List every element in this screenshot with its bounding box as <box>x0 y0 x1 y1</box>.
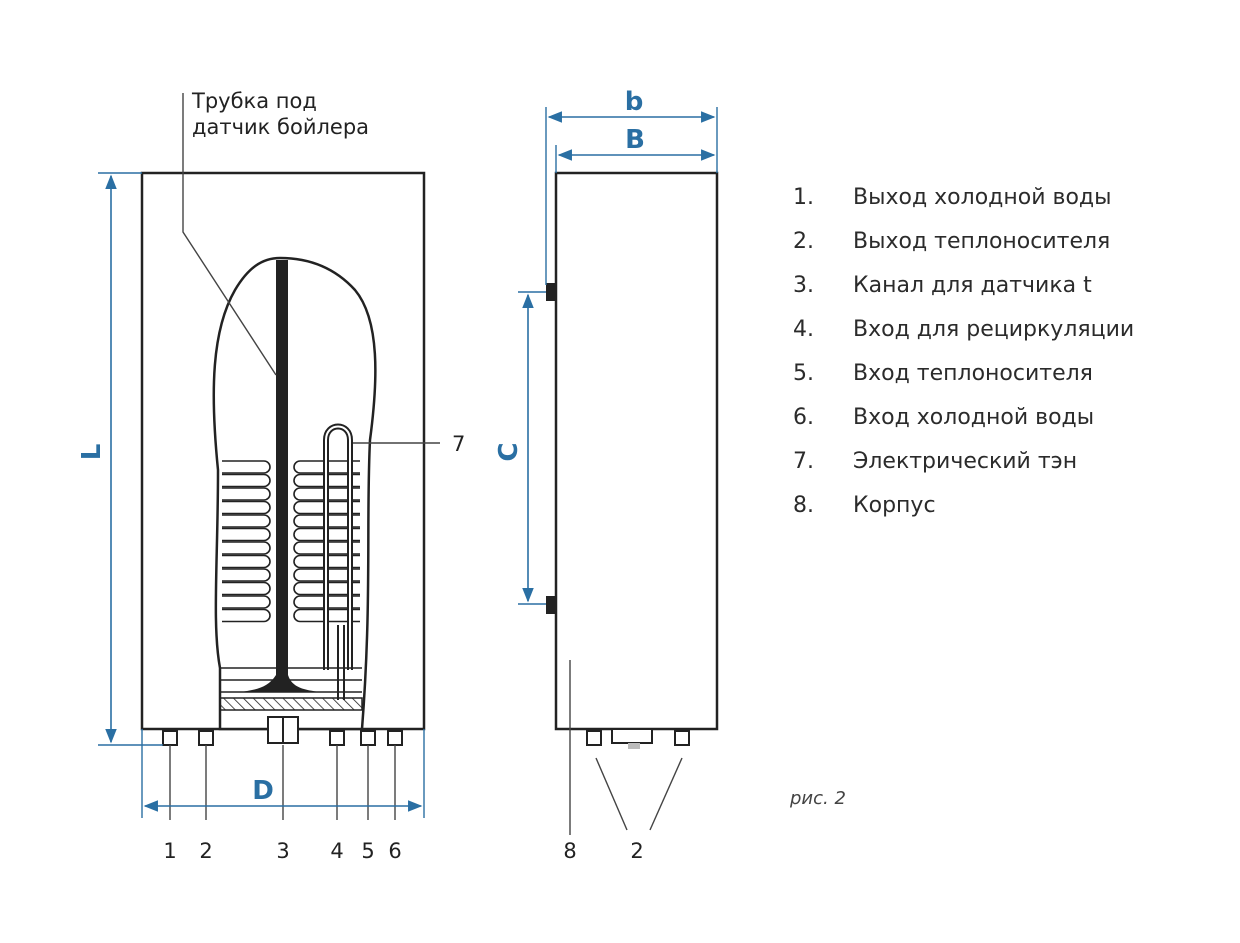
side-number-2: 2 <box>630 839 643 863</box>
dimension-B: B <box>555 125 716 173</box>
insulation-hatch <box>219 697 363 711</box>
coil-loop <box>222 527 271 542</box>
lower-bracket <box>546 596 556 614</box>
legend-item: 4.Вход для рециркуляции <box>793 316 1135 342</box>
svg-text:D: D <box>252 776 274 806</box>
svg-text:b: b <box>625 87 644 117</box>
number-3: 3 <box>276 839 289 863</box>
svg-text:B: B <box>625 125 645 155</box>
legend-item: 7.Электрический тэн <box>793 448 1078 474</box>
sensor-tube <box>276 260 288 680</box>
coil-loop <box>222 514 271 528</box>
callout-7: 7 <box>452 432 465 456</box>
number-2: 2 <box>199 839 212 863</box>
number-4: 4 <box>330 839 343 863</box>
coil-loop <box>222 595 271 609</box>
legend-item: 1.Выход холодной воды <box>793 184 1112 210</box>
coil-loop <box>222 608 271 623</box>
side-bottom-fittings <box>586 728 690 746</box>
coil-loop <box>222 460 271 474</box>
legend-item: 6.Вход холодной воды <box>793 404 1095 430</box>
dimension-D: D <box>141 729 425 818</box>
legend-item: 3.Канал для датчика t <box>793 272 1092 298</box>
bottom-fittings <box>162 716 403 746</box>
number-1: 1 <box>163 839 176 863</box>
side-casing <box>554 171 719 731</box>
dimension-L: L <box>77 172 163 746</box>
coil-loop <box>222 581 271 596</box>
coil-loop <box>222 541 271 555</box>
front-view: 1 2 3 4 5 6 Трубка под датчик бойлера 7 … <box>77 89 465 863</box>
coil-loop <box>222 554 271 569</box>
side-view: 8 2 b B C <box>494 87 719 863</box>
number-6: 6 <box>388 839 401 863</box>
coil-loop <box>222 473 271 488</box>
upper-bracket <box>546 283 556 301</box>
svg-text:L: L <box>77 444 107 461</box>
dimension-b: b <box>545 87 718 285</box>
legend-list: 1.Выход холодной воды 2.Выход теплоносит… <box>793 175 1134 527</box>
coil-right <box>293 460 360 623</box>
sensor-tube-label-line1: Трубка под <box>191 89 317 113</box>
svg-text:C: C <box>494 442 524 461</box>
coil-left <box>222 460 271 623</box>
number-5: 5 <box>361 839 374 863</box>
sensor-tube-leader <box>182 93 277 376</box>
figure-caption: рис. 2 <box>790 788 846 809</box>
sensor-tube-label-line2: датчик бойлера <box>192 115 369 139</box>
number-8: 8 <box>563 839 576 863</box>
legend-item: 8.Корпус <box>793 492 936 518</box>
coil-loop <box>222 568 271 582</box>
coil-loop <box>222 500 271 515</box>
legend-item: 5.Вход теплоносителя <box>793 360 1093 386</box>
legend-item: 2.Выход теплоносителя <box>793 228 1111 254</box>
coil-loop <box>222 487 271 501</box>
dimension-C: C <box>494 291 546 605</box>
